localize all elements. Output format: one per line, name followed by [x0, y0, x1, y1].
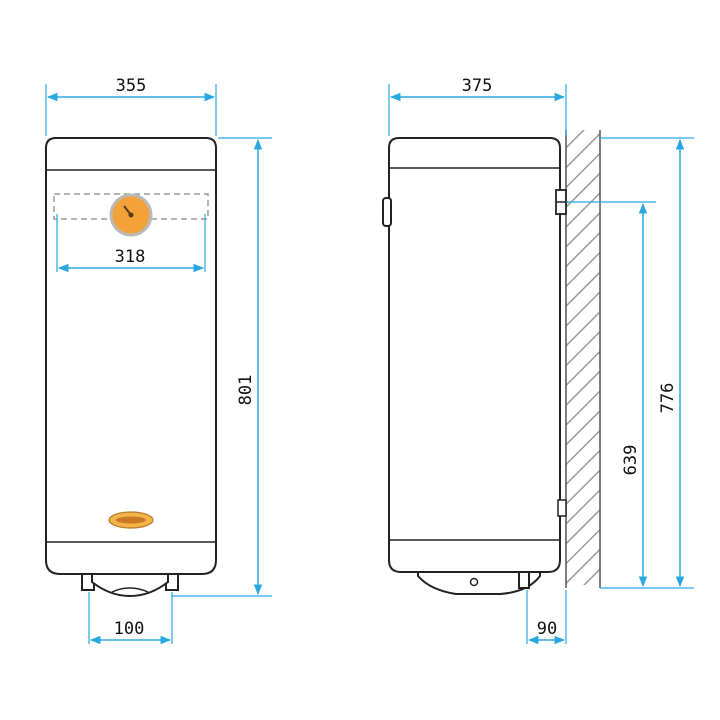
dim-front-mount: 318 — [56, 214, 206, 273]
dim-side-wall-offset: 90 — [526, 590, 567, 645]
dim-front-pipes-label: 100 — [114, 619, 145, 639]
dim-side-wall-offset-label: 90 — [537, 619, 557, 639]
dim-side-total-height: 776 — [600, 137, 694, 588]
dim-side-depth: 375 — [388, 76, 567, 136]
side-lower-bracket — [557, 499, 567, 517]
dim-side-bracket-height-label: 639 — [621, 445, 641, 476]
dim-side-total-height-label: 776 — [658, 383, 678, 414]
dim-front-pipes: 100 — [88, 592, 173, 645]
dim-front-width: 355 — [45, 76, 217, 136]
brand-logo-badge — [108, 511, 154, 529]
wall-hatched — [565, 130, 601, 588]
dim-front-height-label: 801 — [236, 375, 256, 406]
dim-front-height: 801 — [172, 137, 272, 597]
front-pipe-assembly — [81, 573, 179, 598]
side-handle — [382, 197, 392, 227]
dim-side-bracket-height: 639 — [566, 201, 694, 589]
thermometer-gauge-icon — [109, 193, 153, 237]
side-tank-body — [388, 137, 561, 573]
front-view: 355 318 801 100 — [45, 76, 272, 645]
side-bottom-assembly — [417, 569, 541, 595]
dim-front-mount-label: 318 — [115, 247, 146, 267]
dim-front-width-label: 355 — [116, 76, 147, 96]
dim-side-depth-label: 375 — [462, 76, 493, 96]
side-view: 375 639 776 90 — [382, 76, 694, 645]
front-tank-body — [45, 137, 217, 575]
